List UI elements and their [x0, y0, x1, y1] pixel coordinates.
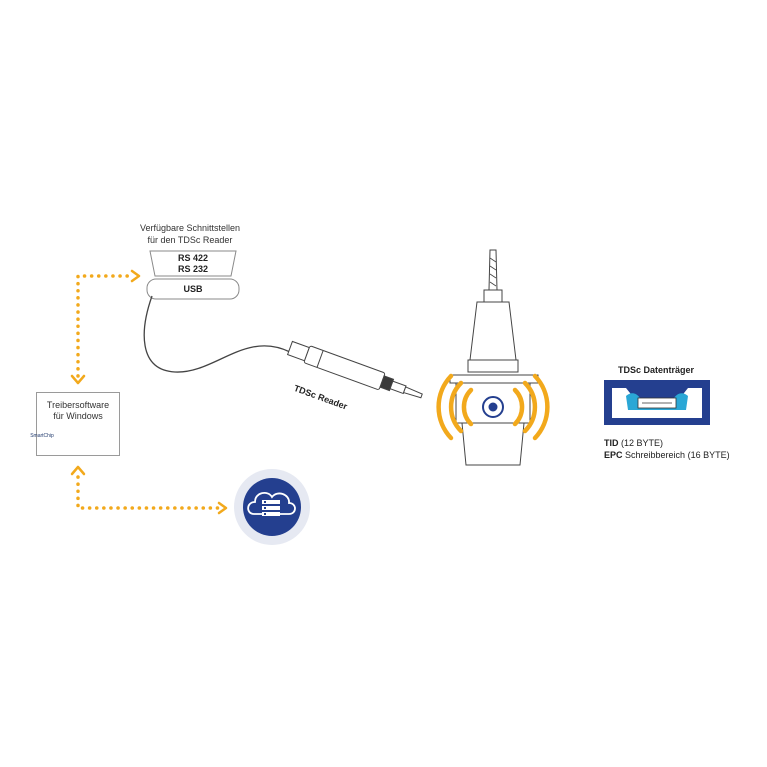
- tdsc-reader-device: [286, 340, 423, 399]
- usb-label: USB: [183, 284, 203, 294]
- carrier-title: TDSc Datenträger: [617, 365, 695, 375]
- smartchip-logo-text: SmartChip: [30, 433, 54, 439]
- carrier-tid-line: TID (12 BYTE): [604, 438, 663, 448]
- tid-key: TID: [604, 438, 619, 448]
- interfaces-caption: Verfügbare Schnittstellen für den TDSc R…: [120, 222, 260, 246]
- data-carrier-icon: [604, 380, 710, 425]
- reader-cable: [143, 295, 291, 373]
- connector-arrowheads: [70, 269, 228, 515]
- rs232-label: RS 232: [177, 264, 209, 274]
- driver-title: Treibersoftware für Windows: [37, 400, 119, 422]
- driver-line2: für Windows: [53, 411, 103, 421]
- arrowhead-up-driver: [70, 465, 86, 476]
- arrowhead-right-interfaces: [130, 269, 141, 283]
- dotted-connectors: [76, 274, 224, 510]
- arrowhead-right-cloud: [217, 501, 228, 515]
- rs422-label: RS 422: [177, 253, 209, 263]
- interfaces-title-line2: für den TDSc Reader: [147, 235, 233, 245]
- epc-key: EPC: [604, 450, 623, 460]
- cloud-server-icon: [234, 469, 310, 545]
- interfaces-title-line1: Verfügbare Schnittstellen: [139, 223, 241, 233]
- epc-value: Schreibbereich (16 BYTE): [625, 450, 730, 460]
- interface-connector: [146, 250, 240, 300]
- tid-value: (12 BYTE): [621, 438, 664, 448]
- connector-driver-to-cloud: [76, 475, 224, 510]
- carrier-epc-line: EPC Schreibbereich (16 BYTE): [604, 450, 730, 460]
- arrowhead-down-driver: [70, 374, 86, 385]
- serial-port-shape: [149, 250, 237, 277]
- usb-port-shape: [146, 278, 240, 300]
- rfid-chip-icon: [482, 396, 504, 418]
- driver-line1: Treibersoftware: [46, 400, 110, 410]
- rfid-signal-icon: [436, 373, 550, 441]
- driver-software-box: Treibersoftware für Windows: [36, 392, 120, 456]
- connector-driver-to-interfaces: [76, 274, 136, 378]
